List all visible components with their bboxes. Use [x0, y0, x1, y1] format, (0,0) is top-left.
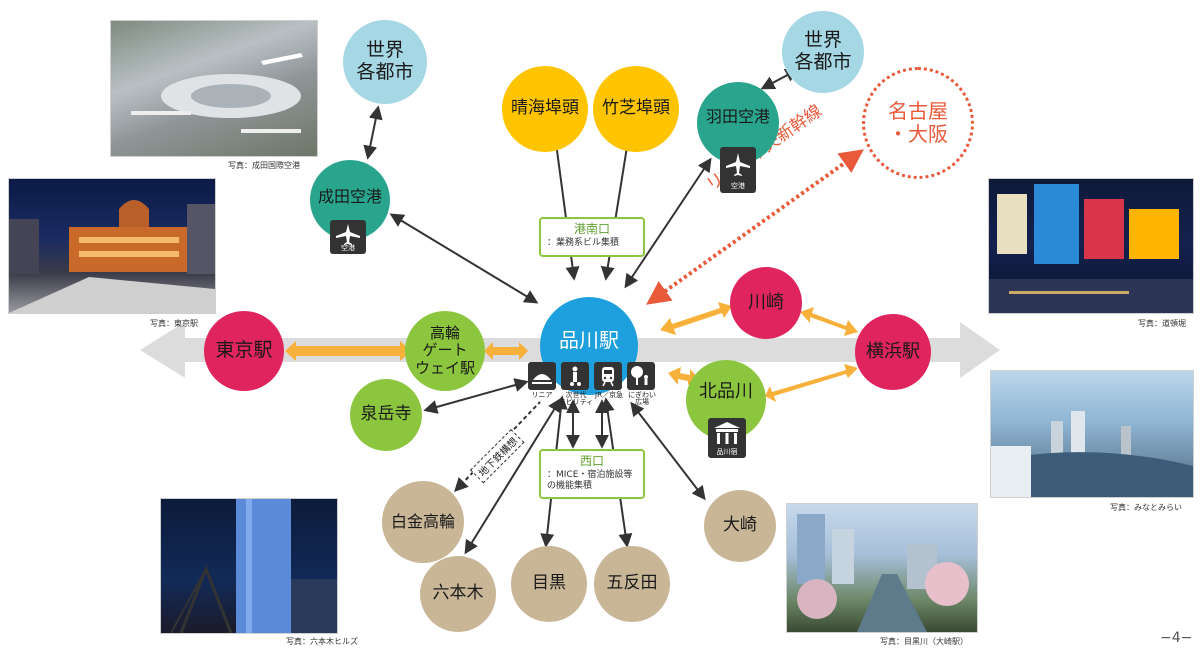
- konan-exit-box: 港南口 ：業務系ビル集積: [539, 217, 645, 257]
- konan-exit-title: 港南口: [573, 222, 610, 236]
- node-kawasaki[interactable]: 川崎: [730, 267, 802, 339]
- caption-tokyo: 写真：東京駅: [150, 319, 198, 328]
- haneda-airport-tile: 空港: [720, 147, 756, 193]
- station-icon-label-jr-keikyu: JR／京急: [595, 391, 623, 399]
- plaza-icon: [627, 362, 655, 390]
- west-exit-body: ：MICE・宿泊施設等 の機能集積: [547, 470, 633, 491]
- airplane-icon: [726, 153, 750, 176]
- caption-minatomirai: 写真：みなとみらい: [1110, 503, 1182, 512]
- konan-exit-body: ：業務系ビル集積: [547, 238, 620, 248]
- node-tokyo-station[interactable]: 東京駅: [204, 311, 284, 391]
- linear-dashed-arrow: [646, 149, 864, 305]
- west-exit-box: 西口 ：MICE・宿泊施設等 の機能集積: [539, 449, 645, 499]
- west-exit-title: 西口: [579, 454, 604, 468]
- station-icon-label-plaza: にぎわい 広場: [628, 391, 656, 407]
- station-icon-label-mobility: 次世代 モビリティ: [558, 391, 594, 407]
- narita-airport-tile: 空港: [330, 220, 366, 254]
- node-world-cities-2: 世界 各都市: [782, 11, 864, 93]
- station-icon-label-linear: リニア: [531, 391, 553, 399]
- caption-narita: 写真：成田国際空港: [228, 161, 300, 170]
- node-yokohama-station[interactable]: 横浜駅: [855, 314, 931, 390]
- node-shirokane-takanawa[interactable]: 白金高輪: [382, 481, 464, 563]
- photo-narita-airport: [110, 20, 318, 157]
- node-meguro[interactable]: 目黒: [511, 546, 587, 622]
- node-harumi-pier[interactable]: 晴海埠頭: [502, 66, 588, 152]
- caption-meguro: 写真：目黒川（大崎駅）: [880, 637, 968, 646]
- caption-roppongi: 写真：六本木ヒルズ: [286, 637, 358, 646]
- train-icon: [594, 362, 622, 390]
- node-world-cities-1: 世界 各都市: [343, 20, 427, 104]
- photo-minatomirai: [990, 370, 1194, 498]
- subway-dashed-arrow: [454, 401, 541, 493]
- shinagawa-juku-tile: 品川宿: [708, 418, 746, 458]
- airplane-icon: [336, 224, 360, 245]
- node-nagoya-osaka: 名古屋 ・大阪: [862, 67, 974, 179]
- photo-tokyo-station: [8, 178, 216, 314]
- node-osaki[interactable]: 大崎: [704, 490, 776, 562]
- node-gotanda[interactable]: 五反田: [594, 546, 670, 622]
- station-icon-row: [528, 362, 658, 392]
- photo-meguro-river: [786, 503, 978, 633]
- photo-roppongi-hills: [160, 498, 338, 634]
- node-takanawa-gateway[interactable]: 高輪 ゲート ウェイ駅: [405, 311, 485, 391]
- caption-dotonbori: 写真：道頓堀: [1138, 319, 1186, 328]
- node-takeshiba-pier[interactable]: 竹芝埠頭: [593, 66, 679, 152]
- page-number: −4−: [1160, 630, 1193, 646]
- node-roppongi[interactable]: 六本木: [420, 556, 496, 632]
- photo-dotonbori: [988, 178, 1194, 314]
- node-sengakuji[interactable]: 泉岳寺: [350, 379, 422, 451]
- maglev-icon: [528, 362, 556, 390]
- mobility-icon: [561, 362, 589, 390]
- gate-icon: [714, 422, 740, 444]
- orange-arrows: [285, 302, 858, 402]
